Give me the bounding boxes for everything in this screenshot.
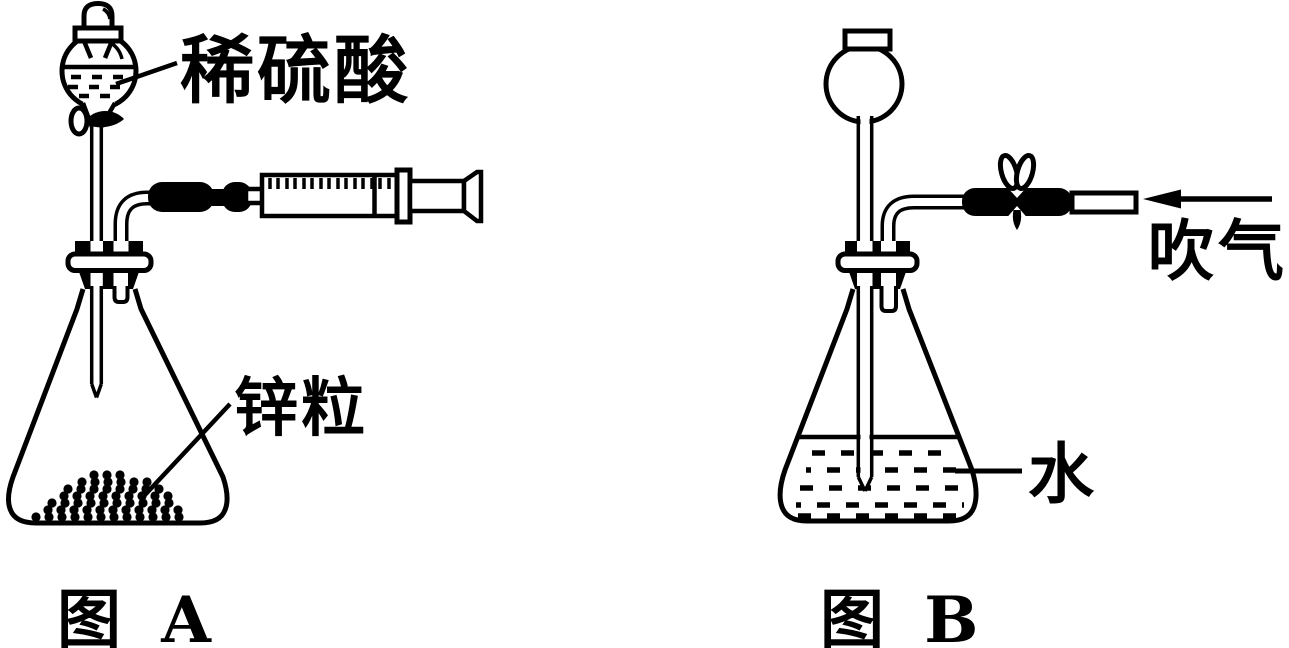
syringe-graduations xyxy=(268,178,399,189)
figure-b-caption: 图 B xyxy=(820,583,978,648)
short-tube-b xyxy=(879,286,898,313)
figure-b: 水 吹气 图 B xyxy=(777,28,1288,648)
water-region xyxy=(796,434,964,519)
water-label: 水 xyxy=(1028,435,1095,513)
zinc-label: 锌粒 xyxy=(234,371,368,446)
figure-a: 稀硫酸 锌粒 图 A xyxy=(6,0,484,648)
bulb-funnel xyxy=(823,28,905,247)
pinch-clamp xyxy=(997,153,1037,230)
dropping-funnel xyxy=(59,0,139,248)
flask-a-outline xyxy=(6,288,230,526)
acid-liquid-dashes xyxy=(68,74,130,99)
zinc-leader-line xyxy=(141,402,232,499)
short-tube-a xyxy=(112,286,130,304)
funnel-bulb-b xyxy=(823,43,905,125)
funnel-stem-lower xyxy=(89,286,104,399)
acid-leader-line xyxy=(115,60,178,87)
syringe-thumb-rest xyxy=(461,169,484,224)
syringe-plunger-rod xyxy=(407,178,467,214)
acid-label: 稀硫酸 xyxy=(180,28,411,114)
gas-outlet-tube-a xyxy=(113,190,152,252)
stopper-band-b xyxy=(835,251,920,273)
arrowhead-left xyxy=(1143,189,1181,209)
flask-b-outline xyxy=(777,288,979,524)
stopcock xyxy=(85,111,124,128)
water-dashes xyxy=(796,450,964,519)
blow-tube xyxy=(1069,190,1139,215)
blow-label: 吹气 xyxy=(1148,212,1288,290)
rubber-tubing-a xyxy=(148,182,252,212)
syringe xyxy=(243,167,484,225)
bulb-stem-lower xyxy=(856,286,874,492)
stopcock-handle xyxy=(68,105,90,137)
blow-arrow xyxy=(1143,189,1272,209)
stopper-band-a xyxy=(65,251,154,273)
bulb-opening xyxy=(842,28,893,52)
gas-tube-b xyxy=(880,194,966,252)
syringe-barrel xyxy=(259,172,407,219)
figure-a-caption: 图 A xyxy=(57,583,212,648)
